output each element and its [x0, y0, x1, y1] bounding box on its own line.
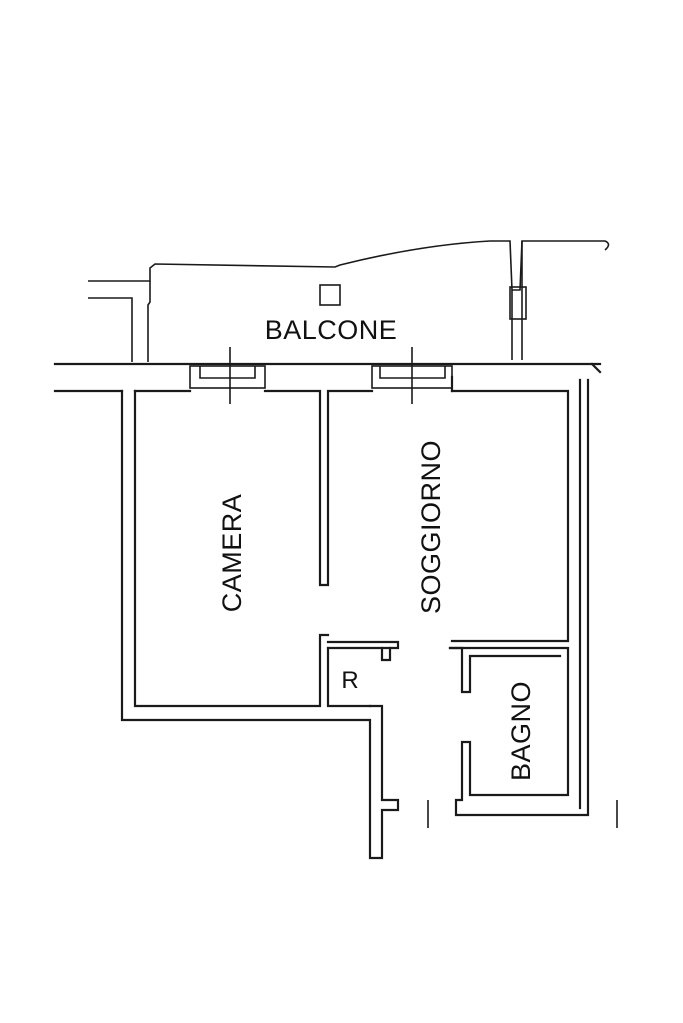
ripostiglio-walls [326, 640, 400, 708]
window-camera [189, 347, 266, 404]
label-camera: CAMERA [217, 494, 247, 613]
balcony-outline [88, 240, 610, 362]
balcony-square [319, 284, 341, 306]
window-soggiorno [371, 347, 453, 404]
bagno-walls [448, 378, 590, 817]
label-soggiorno: SOGGIORNO [416, 440, 446, 614]
camera-walls [120, 389, 400, 860]
label-balcone: BALCONE [265, 315, 398, 345]
exterior-wall [53, 362, 602, 393]
label-bagno: BAGNO [506, 681, 536, 781]
label-ripostiglio: R [341, 667, 358, 694]
soggiorno-walls [450, 375, 582, 810]
